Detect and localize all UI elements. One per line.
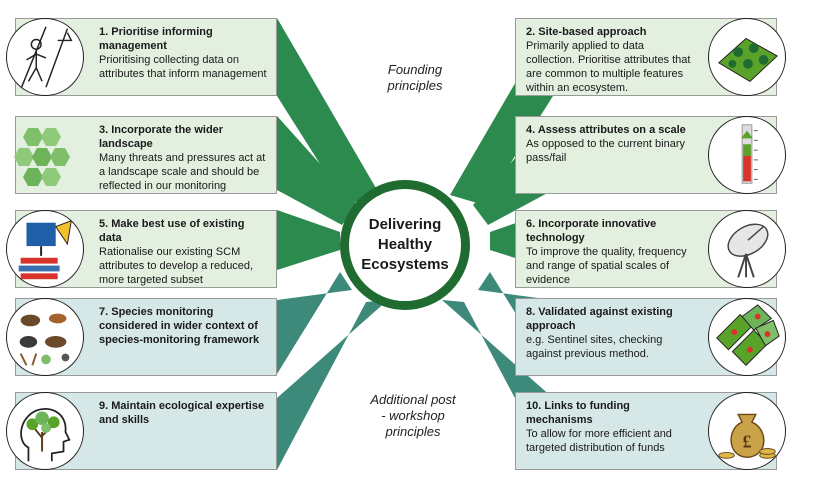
connector-8 — [478, 272, 553, 374]
principle-description: e.g. Sentinel sites, checking against pr… — [526, 334, 663, 360]
svg-text:£: £ — [743, 432, 752, 452]
principle-description: Rationalise our existing SCM attributes … — [99, 246, 254, 286]
principle-description: To allow for more efficient and targeted… — [526, 428, 672, 454]
principle-title: 3. Incorporate the wider landscape — [99, 124, 224, 150]
person-at-crossroads-icon — [6, 18, 84, 96]
principle-card-4: 4. Assess attributes on a scale As oppos… — [515, 116, 786, 194]
principle-description: To improve the quality, frequency and ra… — [526, 246, 687, 286]
money-bag-icon: £ — [708, 392, 786, 470]
principle-description: Many threats and pressures act at a land… — [99, 152, 266, 192]
principle-card-3: 3. Incorporate the wider landscape Many … — [14, 116, 277, 194]
principle-description: As opposed to the current binary pass/fa… — [526, 138, 685, 164]
principle-card-2: 2. Site-based approach Primarily applied… — [515, 18, 786, 96]
connector-9 — [277, 300, 388, 470]
principle-title: 5. Make best use of existing data — [99, 218, 245, 244]
data-review-icon — [6, 210, 84, 288]
principle-card-6: 6. Incorporate innovative technology To … — [515, 210, 786, 288]
principle-description: Prioritising collecting data on attribut… — [99, 54, 267, 80]
principle-title: 1. Prioritise informing management — [99, 26, 213, 52]
principle-description: Primarily applied to data collection. Pr… — [526, 40, 691, 94]
hexagon-landscape-icon — [6, 116, 84, 194]
principle-title: 10. Links to funding mechanisms — [526, 400, 630, 426]
connector-3 — [277, 116, 357, 225]
principle-card-5: 5. Make best use of existing data Ration… — [6, 210, 277, 288]
principle-title: 2. Site-based approach — [526, 26, 647, 38]
satellite-dish-icon — [708, 210, 786, 288]
central-circle: Delivering Healthy Ecosystems — [340, 180, 470, 310]
connector-5 — [277, 210, 340, 270]
principle-card-10: 10. Links to funding mechanisms To allow… — [515, 392, 786, 470]
animals-icon — [6, 298, 84, 376]
thermometer-scale-icon — [708, 116, 786, 194]
trees-on-map-icon — [708, 18, 786, 96]
principle-card-7: 7. Species monitoring considered in wide… — [6, 298, 277, 376]
principle-title: 9. Maintain ecological expertise and ski… — [99, 400, 265, 426]
principle-title: 7. Species monitoring considered in wide… — [99, 306, 260, 346]
sentinel-sites-map-icon — [708, 298, 786, 376]
founding-principles-label: Founding principles — [387, 62, 443, 93]
connector-1 — [277, 18, 380, 205]
head-with-tree-icon — [6, 392, 84, 470]
principle-card-1: 1. Prioritise informing management Prior… — [6, 18, 277, 96]
principle-title: 8. Validated against existing approach — [526, 306, 673, 332]
principle-card-9: 9. Maintain ecological expertise and ski… — [6, 392, 277, 470]
connector-7 — [277, 272, 352, 374]
connector-10 — [442, 300, 553, 470]
principle-title: 6. Incorporate innovative technology — [526, 218, 657, 244]
central-title: Delivering Healthy Ecosystems — [361, 216, 449, 273]
principle-card-8: 8. Validated against existing approach e… — [515, 298, 786, 376]
additional-principles-label: Additional post - workshop principles — [370, 392, 456, 439]
principle-title: 4. Assess attributes on a scale — [526, 124, 686, 136]
